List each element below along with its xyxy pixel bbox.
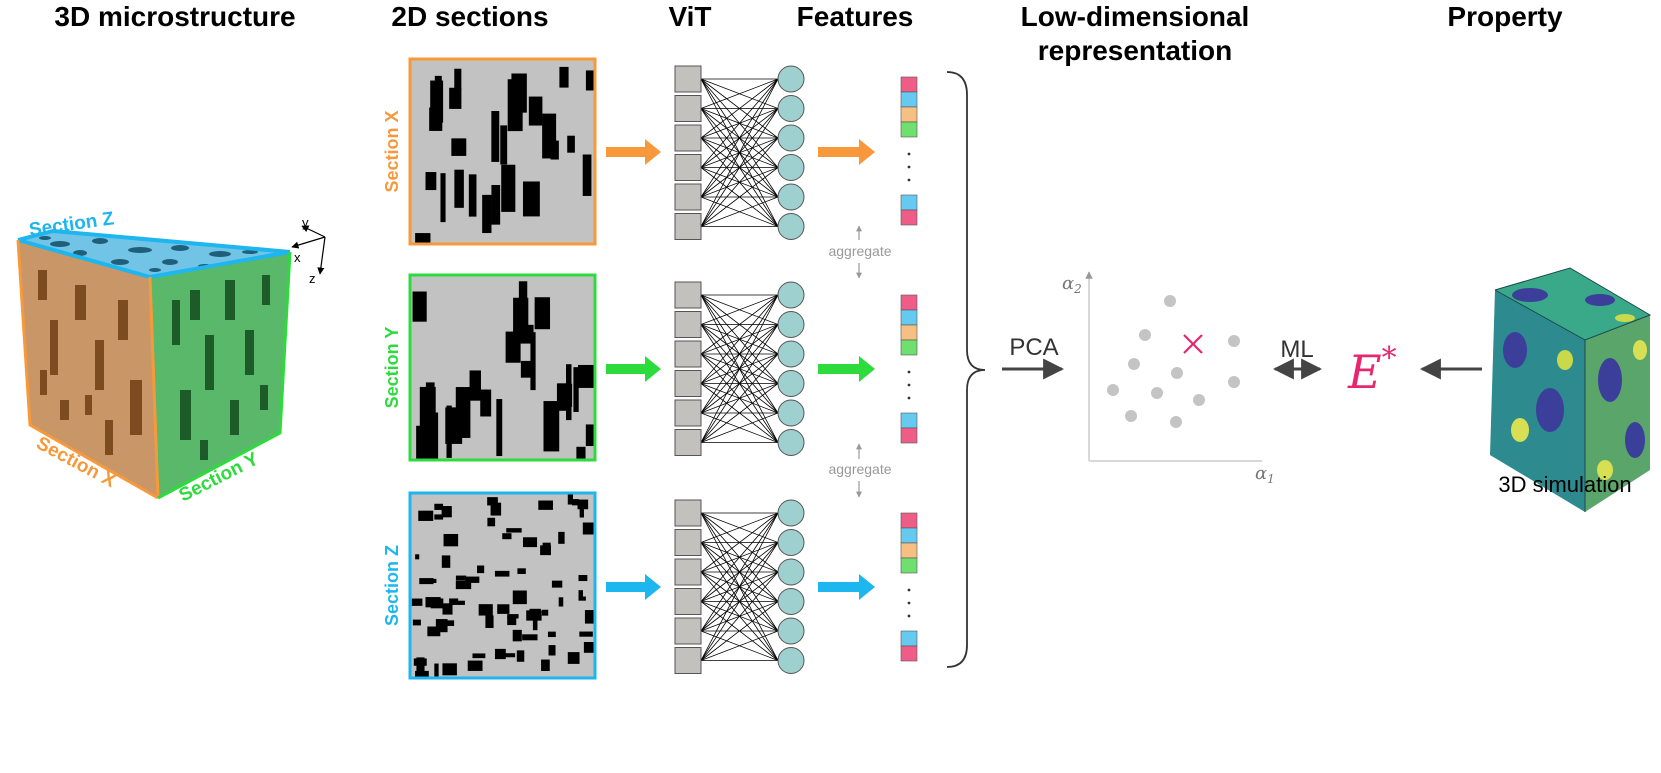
vit-node (777, 399, 805, 427)
vit-token (674, 370, 702, 397)
header-property: Property (1447, 1, 1563, 32)
vit-node (777, 154, 805, 181)
section-arrow-0-1 (818, 139, 875, 165)
vit-token (674, 183, 702, 211)
section-arrow-0-0 (606, 139, 661, 165)
sections-layer: Section X Section Y Section Z (382, 57, 597, 680)
property-symbol: E* (1347, 341, 1397, 399)
vit-token (674, 95, 702, 122)
vit-node (777, 183, 805, 211)
scatter-point (1170, 416, 1182, 428)
section-label-1: Section Y (382, 327, 402, 409)
vit-node (777, 499, 805, 527)
scatter-point (1128, 358, 1140, 370)
section-label-2: Section Z (382, 545, 402, 626)
microstructure-cube (16, 228, 292, 500)
section-panel-1: Section Y (382, 273, 597, 462)
vit-token (674, 154, 702, 181)
scatter-plot (1085, 271, 1262, 462)
property-symbol-base: E (1347, 345, 1382, 399)
vit-token (674, 213, 702, 240)
scatter-y-axis-label: α2 (1062, 273, 1082, 296)
section-arrow-2-0 (606, 574, 661, 600)
scatter-point (1107, 384, 1119, 396)
vit-node (777, 213, 805, 240)
vit-node (777, 370, 805, 397)
axes-glyph (291, 225, 326, 275)
vit-node (777, 617, 805, 645)
axis-label-y: y (302, 215, 309, 230)
simulation-label: 3D simulation (1498, 472, 1631, 497)
arrow-layer (606, 139, 875, 600)
ml-label: ML (1280, 336, 1313, 363)
vit-token (674, 124, 702, 152)
section-panel-0: Section X (382, 57, 597, 246)
vit-token (674, 617, 702, 645)
vit-token (674, 65, 702, 93)
vit-token (674, 529, 702, 556)
vit-token (674, 429, 702, 456)
header-features: Features (796, 1, 914, 32)
section-arrow-1-1 (818, 356, 875, 382)
vit-token (674, 340, 702, 368)
scatter-point (1171, 367, 1183, 379)
feature-vector-0 (900, 76, 918, 226)
section-arrow-1-0 (606, 356, 661, 382)
vit-token (674, 281, 702, 309)
vit-token (674, 647, 702, 674)
vit-node (777, 429, 805, 456)
query-marker (1183, 334, 1203, 354)
scatter-y-axis-subscript: 2 (1073, 282, 1082, 296)
vit-token (674, 588, 702, 615)
vit-network-0 (674, 65, 805, 240)
vit-node (777, 95, 805, 122)
scatter-point (1228, 335, 1240, 347)
scatter-point (1228, 376, 1240, 388)
vit-layer (674, 65, 805, 674)
feature-vector-2 (900, 512, 918, 662)
features-brace (946, 71, 986, 668)
section-panel-2: Section Z (382, 491, 597, 680)
header-low-dimensional-line1: Low-dimensional (1020, 1, 1250, 32)
section-arrow-2-1 (818, 574, 875, 600)
vit-token (674, 311, 702, 338)
vit-node (777, 529, 805, 556)
scatter-point (1193, 394, 1205, 406)
vit-node (777, 281, 805, 309)
cube-face-z (18, 231, 290, 277)
aggregate-label-1: aggregate (828, 243, 891, 259)
vit-node (777, 588, 805, 615)
vit-node (777, 65, 805, 93)
property-symbol-superscript: * (1382, 341, 1397, 376)
feature-layer (900, 76, 918, 662)
vit-node (777, 558, 805, 586)
scatter-point (1164, 295, 1176, 307)
vit-node (777, 124, 805, 152)
axis-label-z: z (309, 271, 316, 286)
scatter-point (1151, 387, 1163, 399)
feature-vector-1 (900, 294, 918, 444)
vit-token (674, 558, 702, 586)
vit-node (777, 311, 805, 338)
section-label-0: Section X (382, 110, 402, 192)
vit-network-2 (674, 499, 805, 674)
vit-node (777, 340, 805, 368)
scatter-point (1125, 410, 1137, 422)
vit-node (777, 647, 805, 674)
axis-label-x: x (294, 250, 301, 265)
aggregate-label-2: aggregate (828, 461, 891, 477)
header-3d-microstructure: 3D microstructure (54, 1, 296, 32)
simulation-cube (1490, 267, 1652, 512)
header-2d-sections: 2D sections (391, 1, 549, 32)
header-low-dimensional-line2: representation (1037, 35, 1233, 66)
pca-label: PCA (1009, 334, 1058, 361)
vit-network-1 (674, 281, 805, 456)
scatter-x-axis-subscript: 1 (1267, 472, 1275, 486)
vit-token (674, 499, 702, 527)
scatter-x-axis-label: α1 (1255, 463, 1275, 486)
vit-token (674, 399, 702, 427)
scatter-point (1139, 329, 1151, 341)
header-vit: ViT (668, 1, 712, 32)
